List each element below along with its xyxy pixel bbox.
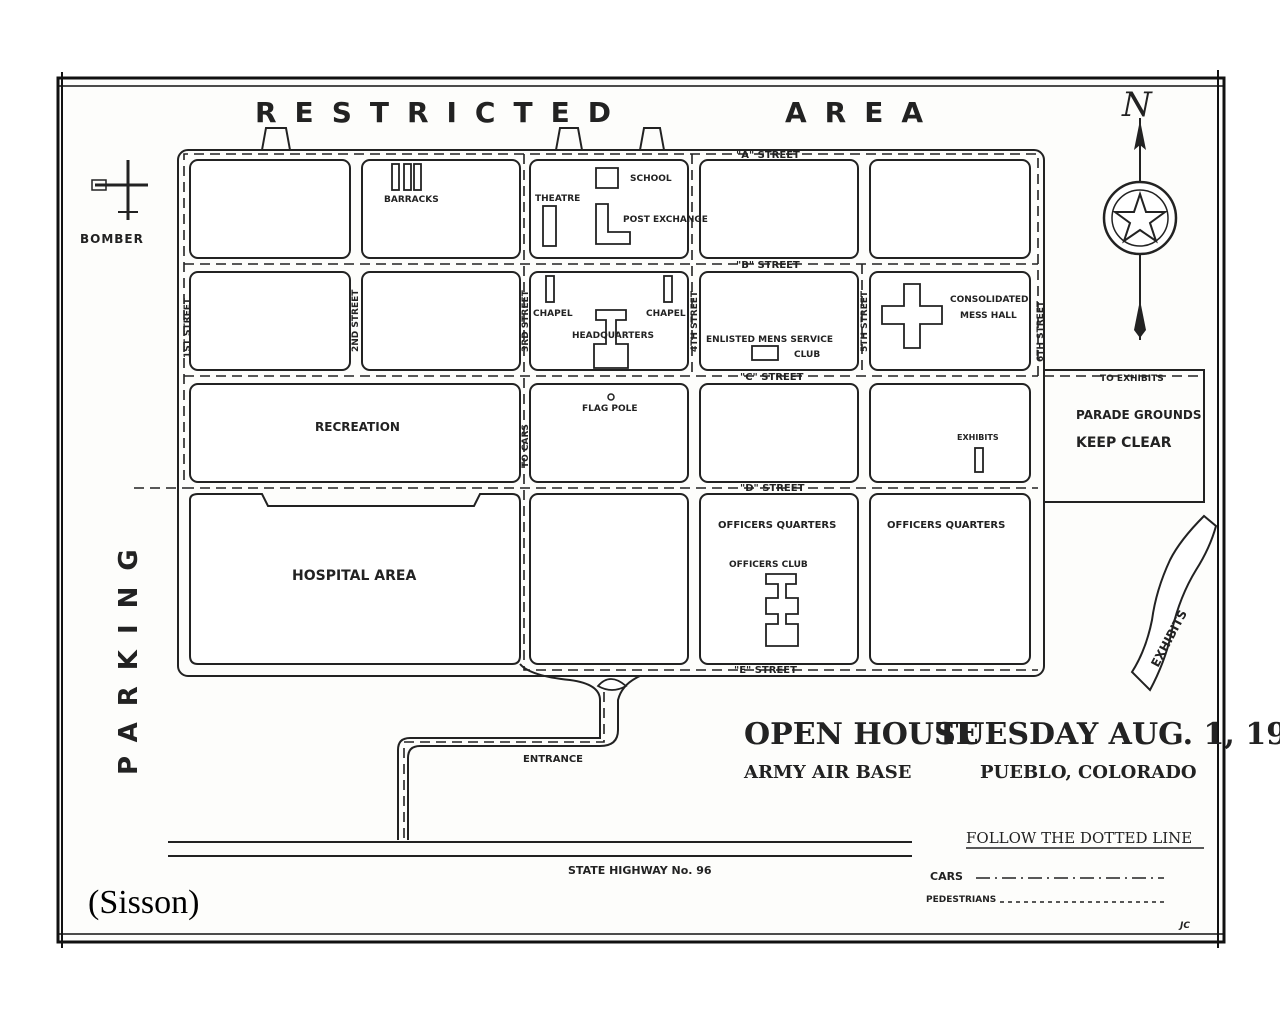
area-label: AREA	[785, 96, 941, 129]
street-b-label: "B" STREET	[736, 260, 800, 271]
legend-pedestrians-label: PEDESTRIANS	[926, 895, 996, 905]
officers-club-building	[765, 573, 799, 647]
recreation-label: RECREATION	[315, 420, 400, 434]
state-highway-label: STATE HIGHWAY No. 96	[568, 864, 712, 877]
block	[699, 271, 859, 371]
hospital-label: HOSPITAL AREA	[292, 568, 416, 584]
block	[699, 383, 859, 483]
street-5th-label: 5TH STREET	[860, 290, 870, 352]
block-recreation	[189, 383, 521, 483]
post-exchange-building	[595, 203, 631, 245]
north-label: N	[1121, 85, 1153, 125]
credit-label: (Sisson)	[88, 884, 200, 921]
flag-pole-icon	[607, 393, 615, 401]
headquarters-label: HEADQUARTERS	[572, 331, 654, 341]
service-club-building	[751, 345, 779, 361]
street-4th-label: 4TH STREET	[690, 290, 700, 352]
block	[189, 159, 351, 259]
block	[189, 271, 351, 371]
parade-grounds-label: PARADE GROUNDS	[1076, 408, 1202, 422]
block	[361, 159, 521, 259]
bomber-plane-icon	[91, 160, 148, 220]
street-c-label: "C" STREET	[740, 372, 804, 383]
title-location: PUEBLO, COLORADO	[980, 762, 1197, 783]
mess-hall-label: CONSOLIDATED	[950, 295, 1029, 305]
theatre-label: THEATRE	[535, 194, 580, 204]
barracks-building	[391, 163, 400, 191]
entrance-label: ENTRANCE	[523, 754, 583, 765]
block	[529, 383, 689, 483]
chapel-building	[545, 275, 555, 303]
bomber-label: BOMBER	[80, 232, 144, 246]
mess-hall-label-line2: MESS HALL	[960, 311, 1017, 321]
block	[869, 159, 1031, 259]
exhibits-building	[974, 447, 984, 473]
keep-clear-label: KEEP CLEAR	[1076, 435, 1172, 451]
street-d-label: "D" STREET	[740, 483, 805, 494]
base-perimeter-road	[177, 149, 1045, 677]
pedestrian-route	[183, 153, 1200, 480]
compass-icon	[1102, 118, 1178, 340]
parking-label: PARKING	[114, 533, 144, 775]
title-date: TUESDAY AUG. 1, 1944	[936, 717, 1280, 752]
street-1st-label: 1ST STREET	[183, 297, 193, 358]
service-club-label: ENLISTED MENS SERVICE	[706, 335, 833, 345]
car-route	[403, 690, 605, 838]
block	[699, 159, 859, 259]
block	[869, 383, 1031, 483]
street-6th-label: 6TH STREET	[1036, 300, 1046, 362]
block	[529, 493, 689, 665]
title-army-air-base: ARMY AIR BASE	[743, 762, 911, 783]
officers-quarters-2-label: OFFICERS QUARTERS	[887, 520, 1005, 531]
chapel-left-label: CHAPEL	[533, 309, 573, 319]
headquarters-building	[593, 309, 629, 369]
restricted-label: RESTRICTED	[255, 96, 629, 129]
street-3rd-label: 3RD STREET	[521, 289, 531, 352]
street-a-label: "A" STREET	[736, 150, 800, 161]
entrance-road	[397, 663, 601, 840]
parade-grounds	[1044, 369, 1205, 503]
exhibits-area-shape	[1130, 514, 1218, 692]
service-club-label-line2: CLUB	[794, 350, 820, 360]
flag-pole-label: FLAG POLE	[582, 404, 638, 414]
street-2nd-label: 2ND STREET	[351, 289, 361, 352]
block	[361, 271, 521, 371]
block-hospital	[189, 493, 521, 665]
school-label: SCHOOL	[630, 174, 672, 184]
block-officers	[869, 493, 1031, 665]
artist-initials: JC	[1178, 921, 1190, 931]
to-cars-label: TO CARS	[521, 424, 531, 468]
mess-hall-building	[881, 283, 943, 349]
chapel-right-label: CHAPEL	[646, 309, 686, 319]
title-open-house: OPEN HOUSE	[744, 717, 979, 752]
block	[529, 159, 689, 259]
theatre-building	[542, 205, 557, 247]
school-building	[595, 167, 619, 189]
exhibits-small-label: EXHIBITS	[957, 433, 999, 442]
barracks-label: BARRACKS	[384, 195, 439, 205]
officers-quarters-1-label: OFFICERS QUARTERS	[718, 520, 836, 531]
post-exchange-label: POST EXCHANGE	[623, 215, 708, 225]
officers-club-label: OFFICERS CLUB	[729, 560, 808, 570]
legend-cars-label: CARS	[930, 870, 963, 883]
legend-title: FOLLOW THE DOTTED LINE	[966, 829, 1192, 847]
street-e-label: "E" STREET	[734, 665, 797, 676]
to-exhibits-label: TO EXHIBITS	[1100, 374, 1164, 384]
